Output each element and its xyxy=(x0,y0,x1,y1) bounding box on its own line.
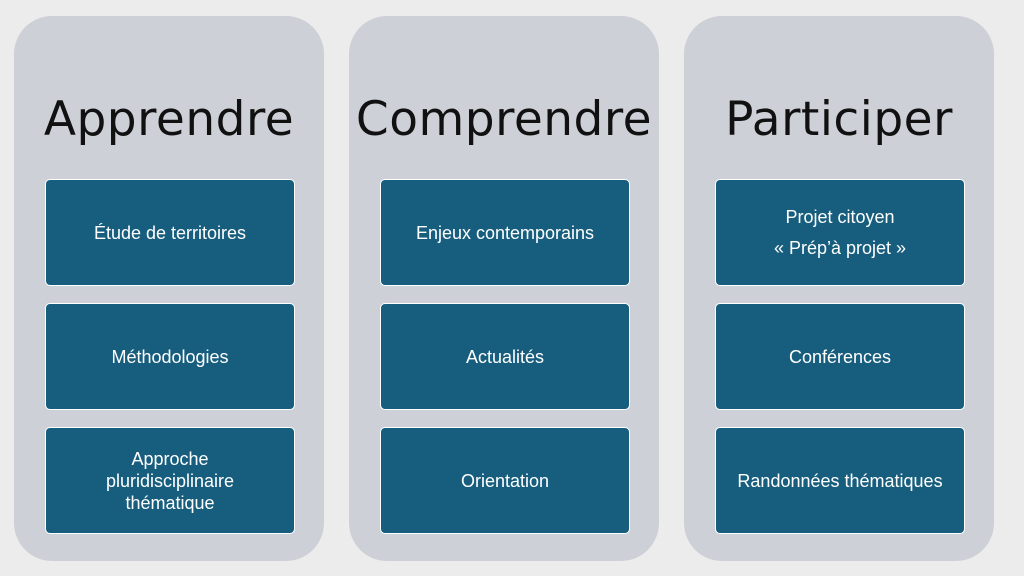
item-box: Enjeux contemporains xyxy=(380,179,630,286)
item-box: Étude de territoires xyxy=(45,179,295,286)
item-label: thématique xyxy=(125,492,215,513)
item-label: Enjeux contemporains xyxy=(415,222,595,243)
item-box: Randonnées thématiques xyxy=(715,427,965,534)
item-label: Randonnées thématiques xyxy=(737,470,943,491)
item-label: pluridisciplinaire xyxy=(105,470,235,491)
item-box: Actualités xyxy=(380,303,630,410)
item-label: Orientation xyxy=(460,470,550,491)
column-comprendre: Comprendre Enjeux contemporains Actualit… xyxy=(349,16,659,561)
item-label: « Prép’à projet » xyxy=(773,238,907,258)
item-label: Étude de territoires xyxy=(93,222,247,243)
item-box: Approche pluridisciplinaire thématique xyxy=(45,427,295,534)
column-title: Comprendre xyxy=(355,92,653,147)
item-box: Conférences xyxy=(715,303,965,410)
column-title: Apprendre xyxy=(43,92,295,147)
item-label: Actualités xyxy=(465,346,545,367)
item-label: Projet citoyen xyxy=(785,207,895,227)
item-label: Approche xyxy=(131,448,209,469)
column-title: Participer xyxy=(725,92,953,147)
item-label: Conférences xyxy=(788,346,892,367)
column-apprendre: Apprendre Étude de territoires Méthodolo… xyxy=(14,16,324,561)
item-box: Orientation xyxy=(380,427,630,534)
item-box: Méthodologies xyxy=(45,303,295,410)
item-label: Méthodologies xyxy=(111,346,229,367)
column-participer: Participer Projet citoyen « Prép’à proje… xyxy=(684,16,994,561)
item-box: Projet citoyen « Prép’à projet » xyxy=(715,179,965,286)
